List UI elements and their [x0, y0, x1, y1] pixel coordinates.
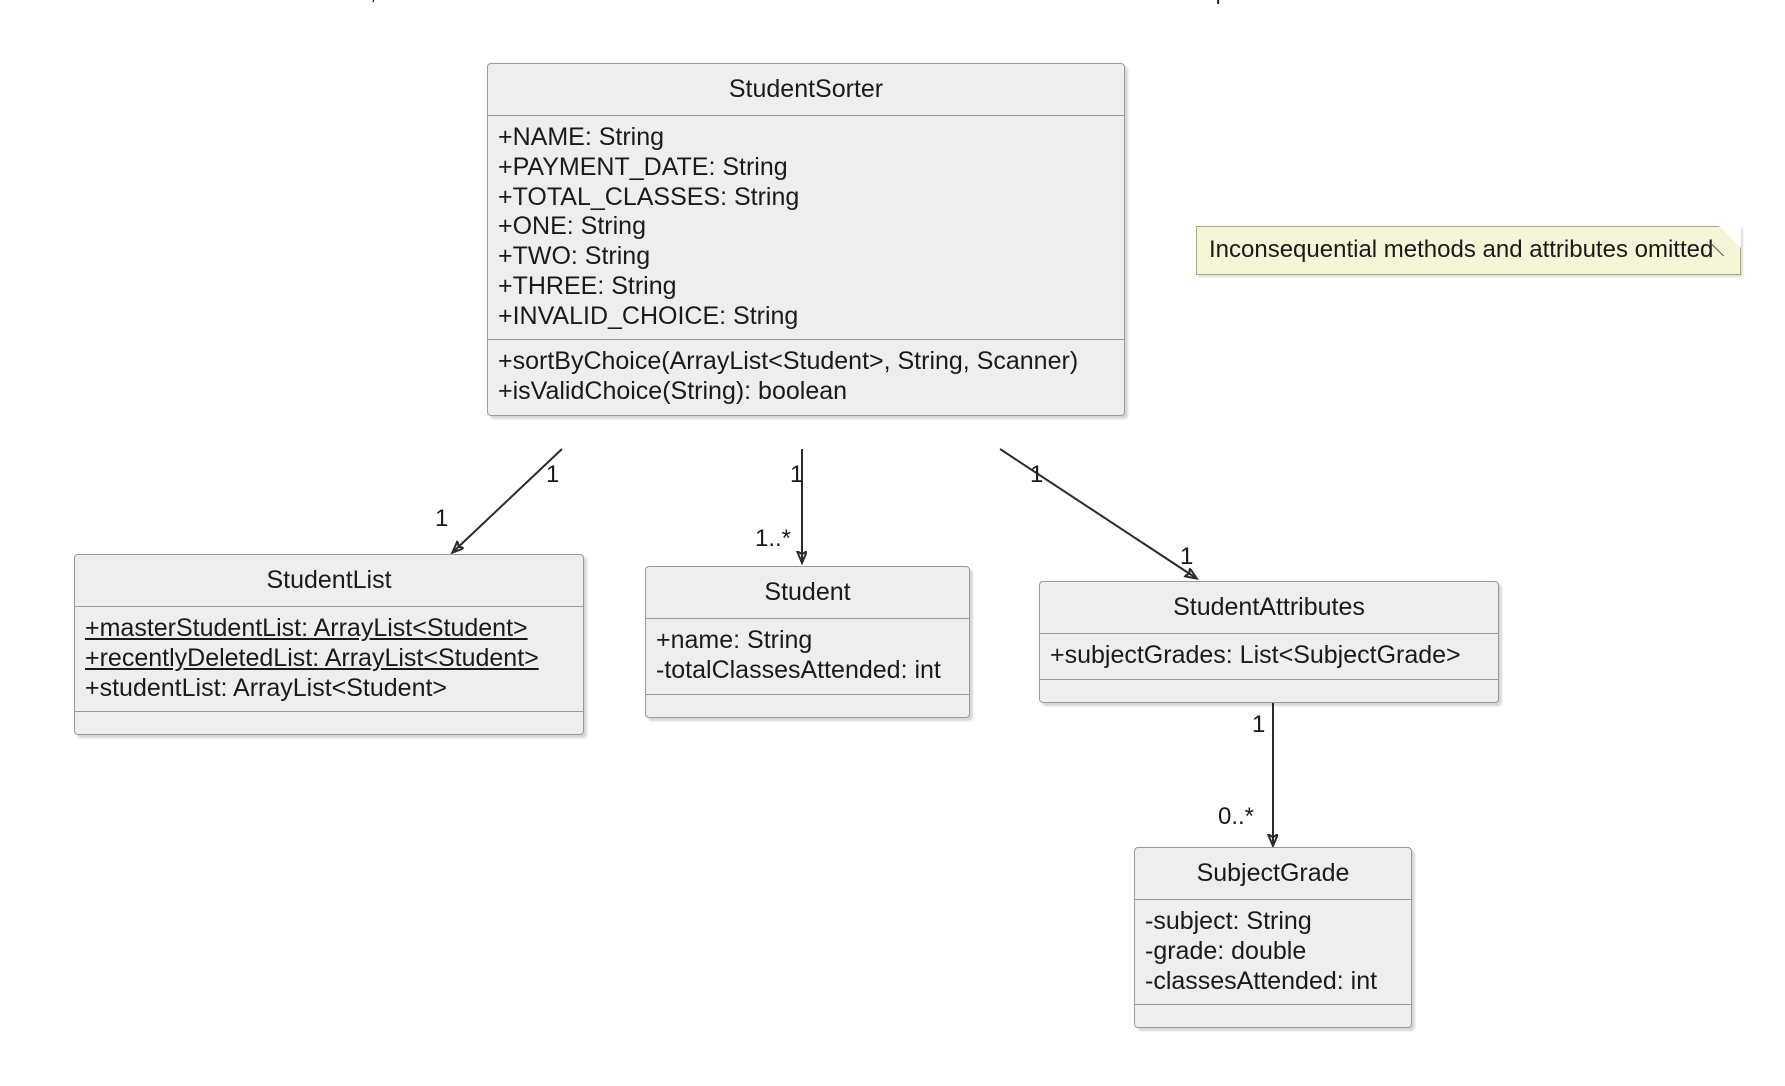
attribute-row: -subject: String: [1145, 907, 1312, 935]
class-name-studentattributes: StudentAttributes: [1173, 593, 1365, 621]
multiplicity-studentattributes-subjectgrade-target: 0..*: [1218, 803, 1255, 830]
multiplicity-sorter-studentattributes-target: 1: [1180, 543, 1194, 570]
attribute-row: -classesAttended: int: [1145, 966, 1378, 995]
attributes-compartment: -subject: String -grade: double -classes…: [1135, 899, 1411, 1004]
class-name-subjectgrade: SubjectGrade: [1196, 859, 1350, 887]
note-fold-edge-icon: [1711, 226, 1741, 256]
attribute-row: +TOTAL_CLASSES: String: [498, 182, 800, 211]
attributes-compartment: +subjectGrades: List<SubjectGrade>: [1040, 633, 1498, 679]
attribute-row: +subjectGrades: List<SubjectGrade>: [1050, 641, 1461, 669]
class-box-studentsorter[interactable]: StudentSorter +NAME: String +PAYMENT_DAT…: [487, 63, 1125, 416]
multiplicity-sorter-student-target: 1..*: [755, 525, 792, 552]
attribute-row: -totalClassesAttended: int: [656, 655, 941, 684]
attribute-row: +name: String: [656, 626, 813, 654]
attribute-row: +PAYMENT_DATE: String: [498, 152, 788, 181]
attribute-row: +masterStudentList: ArrayList<Student>: [85, 614, 528, 642]
multiplicity-sorter-studentattributes-source: 1: [1030, 461, 1044, 488]
multiplicity-sorter-student-source: 1: [790, 461, 804, 488]
attribute-row: +TWO: String: [498, 242, 651, 270]
class-box-subjectgrade[interactable]: SubjectGrade -subject: String -grade: do…: [1134, 847, 1412, 1029]
attributes-compartment: +name: String -totalClassesAttended: int: [646, 618, 969, 694]
attribute-row: +THREE: String: [498, 271, 677, 300]
class-box-studentlist[interactable]: StudentList +masterStudentList: ArrayLis…: [74, 554, 584, 736]
class-box-student[interactable]: Student +name: String -totalClassesAtten…: [645, 566, 970, 718]
class-name-studentsorter: StudentSorter: [728, 75, 884, 103]
attribute-row: +ONE: String: [498, 212, 646, 241]
note-text: Inconsequential methods and attributes o…: [1209, 236, 1714, 263]
attributes-compartment: +NAME: String +PAYMENT_DATE: String +TOT…: [488, 115, 1124, 339]
attribute-row: -grade: double: [1145, 936, 1307, 965]
attribute-row: +studentList: ArrayList<Student>: [85, 673, 448, 702]
multiplicity-sorter-studentlist-source: 1: [546, 461, 560, 488]
attributes-compartment: +masterStudentList: ArrayList<Student> +…: [75, 606, 583, 711]
class-box-studentattributes[interactable]: StudentAttributes +subjectGrades: List<S…: [1039, 581, 1499, 703]
method-row: +sortByChoice(ArrayList<Student>, String…: [498, 347, 1079, 376]
methods-compartment: [1135, 1004, 1411, 1027]
methods-compartment: [646, 693, 969, 717]
multiplicity-studentattributes-subjectgrade-source: 1: [1252, 711, 1266, 738]
clipped-top-text: , | /: [0, 0, 1785, 4]
multiplicity-sorter-studentlist-target: 1: [435, 505, 449, 532]
methods-compartment: [1040, 678, 1498, 702]
attribute-row: +INVALID_CHOICE: String: [498, 301, 799, 330]
class-name-studentlist: StudentList: [266, 566, 392, 594]
class-name-student: Student: [764, 578, 851, 606]
attribute-row: +NAME: String: [498, 123, 665, 151]
methods-compartment: [75, 711, 583, 734]
note-box[interactable]: Inconsequential methods and attributes o…: [1196, 226, 1741, 275]
methods-compartment: +sortByChoice(ArrayList<Student>, String…: [488, 339, 1124, 415]
method-row: +isValidChoice(String): boolean: [498, 377, 848, 405]
attribute-row: +recentlyDeletedList: ArrayList<Student>: [85, 643, 539, 672]
